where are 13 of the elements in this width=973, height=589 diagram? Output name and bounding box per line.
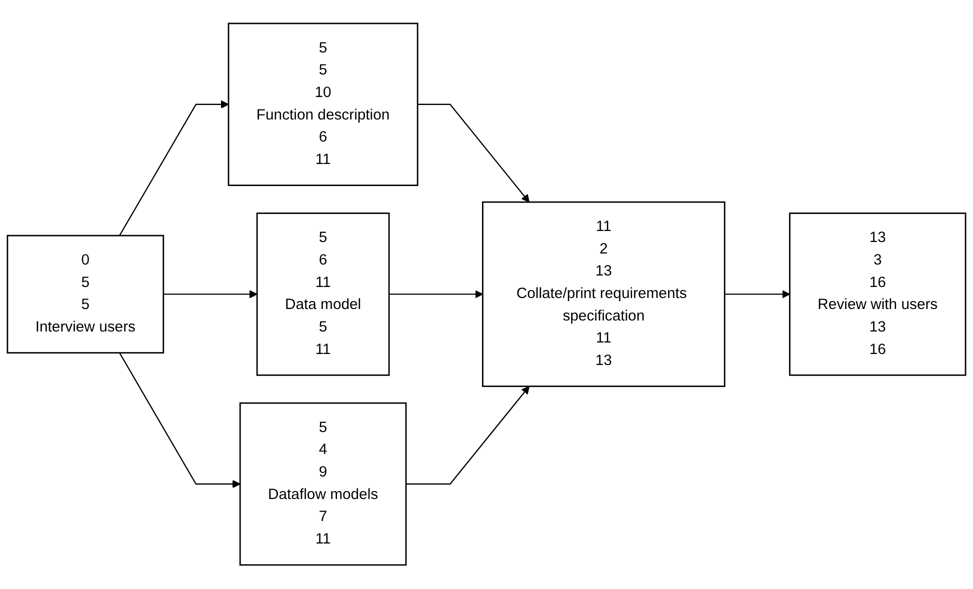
arrow — [724, 290, 790, 299]
node-box: 5 4 9 Dataflow models 7 11 — [239, 402, 407, 566]
node-box: 5 6 11 Data model 5 11 — [256, 212, 390, 376]
arrow — [389, 290, 484, 299]
arrow — [418, 104, 530, 203]
node-box: 5 5 10 Function description 6 11 — [228, 23, 418, 186]
node-box: 0 5 5 Interview users — [6, 235, 164, 354]
arrow — [406, 386, 530, 485]
node-box: 11 2 13 Collate/print requirements specification 11 13 — [482, 202, 726, 388]
arrow — [163, 290, 258, 299]
arrow — [119, 352, 240, 488]
node-box: 13 3 16 Review with users 13 16 — [789, 212, 966, 376]
arrow — [119, 100, 229, 236]
